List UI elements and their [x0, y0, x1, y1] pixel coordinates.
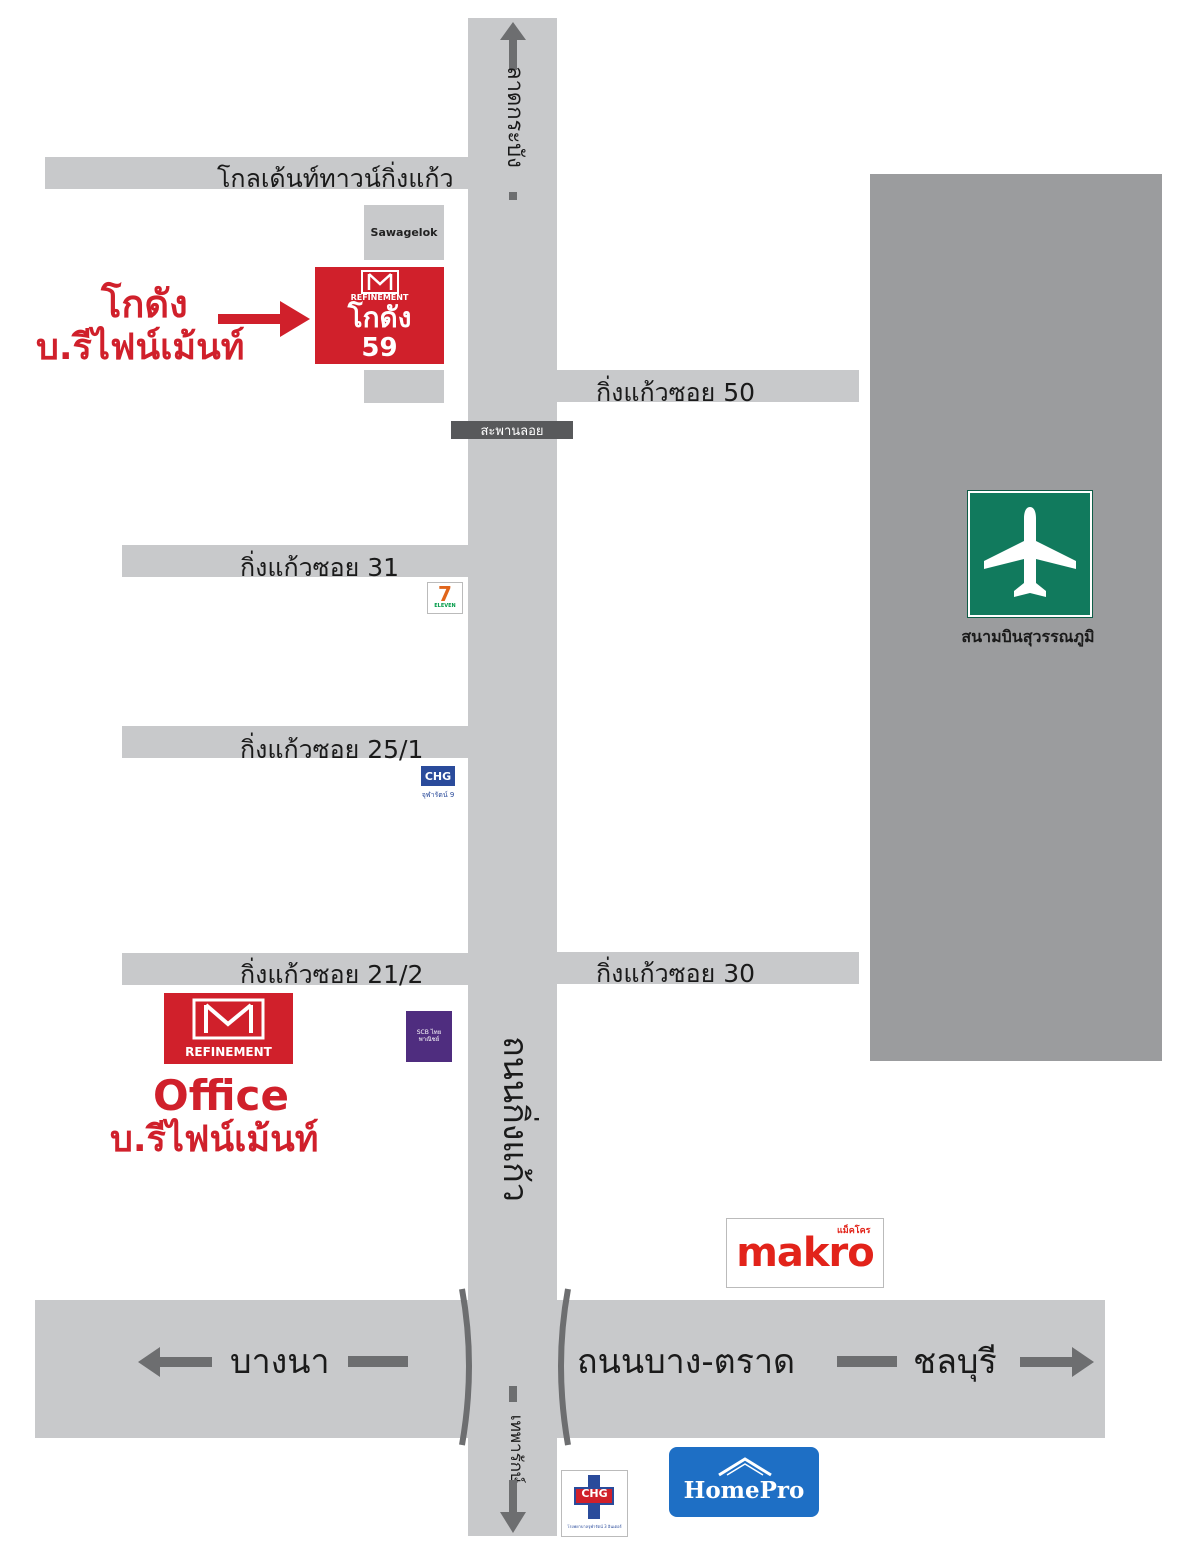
medical-cross-icon	[574, 1475, 614, 1519]
chg-label: CHG	[424, 769, 452, 783]
footbridge-marker: สะพานลอย	[451, 421, 573, 439]
road-bangna-trat-east	[557, 1300, 1105, 1438]
label-bang-na: บางนา	[230, 1342, 330, 1382]
seven-eleven-text: ELEVEN	[434, 603, 456, 609]
makro-thai-label: แม็คโคร	[837, 1226, 871, 1236]
label-chonburi: ชลบุรี	[913, 1342, 997, 1382]
label-golden-town: โกลเด้นท์ทาวน์กิ่งแก้ว	[217, 164, 454, 193]
road-bangna-trat-west	[35, 1300, 468, 1438]
warehouse-sign-line2: 59	[361, 333, 398, 363]
office-logo: REFINEMENT	[164, 993, 293, 1064]
dash-west	[348, 1356, 408, 1367]
refinement-office-logo-icon	[192, 998, 265, 1040]
homepro-label: HomePro	[683, 1477, 805, 1504]
makro-logo: makro แม็คโคร	[726, 1218, 884, 1288]
chg-hospital-logo: CHG โรงพยาบาลจุฬารัตน์ 3 อินเตอร์	[561, 1470, 628, 1537]
warehouse-adjacent-building	[364, 370, 444, 403]
airplane-icon	[984, 507, 1076, 597]
seven-eleven-logo: 7 ELEVEN	[427, 582, 463, 614]
refinement-logo-icon	[361, 270, 399, 294]
sawagelok-building: Sawagelok	[364, 205, 444, 260]
office-label-line1: Office	[153, 1071, 289, 1120]
road-golden-town	[45, 157, 468, 189]
road-soi-30	[557, 952, 859, 984]
chg-hospital-sub: โรงพยาบาลจุฬารัตน์ 3 อินเตอร์	[567, 1524, 622, 1529]
scb-logo: SCB ไทยพาณิชย์	[406, 1011, 452, 1062]
airport-sign	[967, 490, 1093, 618]
makro-label: makro	[736, 1230, 874, 1276]
seven-eleven-number: 7	[438, 582, 452, 606]
road-label-kingkaew: ถนนกิ่งแก้ว	[495, 1036, 535, 1202]
airport-label: สนามบินสุวรรณภูมิ	[961, 627, 1095, 646]
label-soi-21-2: กิ่งแก้วซอย 21/2	[240, 960, 424, 989]
office-label-line2: บ.รีไฟน์เม้นท์	[110, 1119, 319, 1160]
warehouse-label-line1: โกดัง	[101, 282, 188, 326]
chg-badge: CHG	[421, 766, 455, 786]
main-road-kingkaew	[468, 18, 557, 1536]
scb-label: SCB ไทยพาณิชย์	[416, 1028, 442, 1043]
warehouse-sign-brand: REFINEMENT	[350, 293, 409, 302]
homepro-logo: HomePro	[669, 1447, 819, 1517]
warehouse-sign: REFINEMENT โกดัง 59	[315, 267, 444, 364]
warehouse-sign-line1: โกดัง	[347, 301, 412, 334]
warehouse-label-line2: บ.รีไฟน์เม้นท์	[36, 327, 245, 368]
arrow-west-icon	[138, 1347, 212, 1377]
house-roof-icon	[718, 1457, 772, 1477]
label-soi-31: กิ่งแก้วซอย 31	[240, 553, 400, 582]
dash-east	[837, 1356, 897, 1367]
chg-hospital-label: CHG	[581, 1487, 608, 1500]
label-soi-30: กิ่งแก้วซอย 30	[596, 959, 756, 988]
road-label-ladkrabang: ลาดกระบัง	[502, 66, 527, 168]
junction-curves	[459, 1288, 571, 1446]
arrow-north-icon	[500, 22, 526, 200]
road-soi-50	[557, 370, 859, 402]
road-soi-25-1	[122, 726, 468, 758]
arrow-south-icon	[500, 1386, 526, 1533]
chg-logo: CHG จุฬารัตน์ 9	[419, 764, 457, 806]
label-soi-50: กิ่งแก้วซอย 50	[596, 378, 756, 407]
arrow-to-warehouse-icon	[218, 301, 310, 337]
office-logo-brand: REFINEMENT	[185, 1045, 272, 1059]
airport-area	[870, 174, 1162, 1061]
road-soi-21-2	[122, 953, 468, 985]
label-bangna-trat: ถนนบาง-ตราด	[577, 1342, 796, 1382]
chg-sub-label: จุฬารัตน์ 9	[421, 791, 455, 799]
sawagelok-label: Sawagelok	[370, 226, 438, 239]
arrow-east-icon	[1020, 1347, 1094, 1377]
road-soi-31	[122, 545, 468, 577]
footbridge-label: สะพานลอย	[480, 423, 544, 439]
label-soi-25-1: กิ่งแก้วซอย 25/1	[240, 735, 424, 764]
